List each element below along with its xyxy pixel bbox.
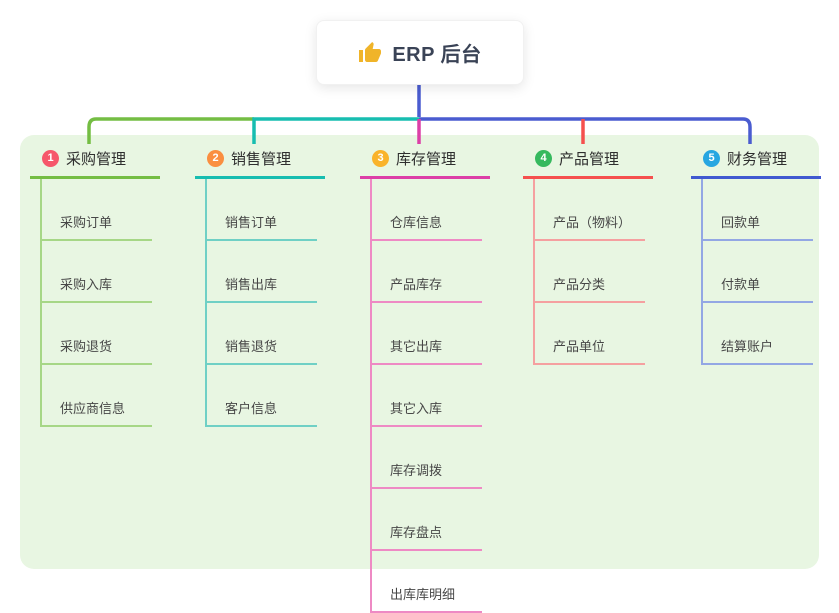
node-item-label: 回款单 bbox=[721, 215, 761, 230]
node-item[interactable]: 销售出库 bbox=[207, 241, 317, 303]
branch-label: 销售管理 bbox=[231, 150, 292, 168]
branch-label: 采购管理 bbox=[66, 150, 127, 168]
node-item-label: 产品分类 bbox=[553, 277, 606, 292]
branch-1: 1 采购管理 采购订单采购入库采购退货供应商信息 bbox=[30, 147, 160, 427]
node-item-label: 采购入库 bbox=[60, 277, 113, 292]
branch-children: 采购订单采购入库采购退货供应商信息 bbox=[40, 179, 152, 427]
node-item[interactable]: 仓库信息 bbox=[372, 179, 482, 241]
branch-header-5[interactable]: 5 财务管理 bbox=[691, 147, 821, 179]
branch-number-badge: 3 bbox=[372, 149, 389, 167]
branch-header-4[interactable]: 4 产品管理 bbox=[523, 147, 653, 179]
node-item-label: 采购订单 bbox=[60, 215, 113, 230]
node-item-label: 付款单 bbox=[721, 277, 761, 292]
node-item-label: 供应商信息 bbox=[60, 401, 126, 416]
thumbs-up-icon bbox=[358, 41, 382, 65]
node-item-label: 采购退货 bbox=[60, 339, 113, 354]
branch-children: 仓库信息产品库存其它出库其它入库库存调拨库存盘点出库库明细 bbox=[370, 179, 482, 613]
root-node-erp[interactable]: ERP 后台 bbox=[316, 20, 524, 85]
node-item[interactable]: 产品单位 bbox=[535, 303, 645, 365]
branch-3: 3 库存管理 仓库信息产品库存其它出库其它入库库存调拨库存盘点出库库明细 bbox=[360, 147, 490, 613]
branch-number-badge: 1 bbox=[42, 149, 59, 167]
branch-4: 4 产品管理 产品（物料） 产品分类产品单位 bbox=[523, 147, 653, 365]
node-item-label: 销售出库 bbox=[225, 277, 278, 292]
branch-children: 产品（物料） 产品分类产品单位 bbox=[533, 179, 646, 365]
node-item[interactable]: 产品（物料） bbox=[535, 179, 646, 241]
node-item-label: 结算账户 bbox=[721, 339, 774, 354]
node-item[interactable]: 客户信息 bbox=[207, 365, 317, 427]
node-item[interactable]: 付款单 bbox=[703, 241, 813, 303]
node-item[interactable]: 其它入库 bbox=[372, 365, 482, 427]
branch-children: 回款单付款单结算账户 bbox=[701, 179, 813, 365]
branch-label: 产品管理 bbox=[559, 150, 620, 168]
node-item-label: 产品单位 bbox=[553, 339, 606, 354]
branch-header-3[interactable]: 3 库存管理 bbox=[360, 147, 490, 179]
branch-5: 5 财务管理 回款单付款单结算账户 bbox=[691, 147, 821, 365]
node-item[interactable]: 库存调拨 bbox=[372, 427, 482, 489]
node-item-label: 销售退货 bbox=[225, 339, 278, 354]
node-item[interactable]: 销售订单 bbox=[207, 179, 317, 241]
node-item-label: 产品库存 bbox=[390, 277, 443, 292]
node-item-label: 出库库明细 bbox=[390, 587, 456, 602]
node-item[interactable]: 回款单 bbox=[703, 179, 813, 241]
branch-label: 库存管理 bbox=[396, 150, 457, 168]
node-item-label: 仓库信息 bbox=[390, 215, 443, 230]
node-item[interactable]: 销售退货 bbox=[207, 303, 317, 365]
node-item[interactable]: 出库库明细 bbox=[372, 551, 482, 613]
node-item[interactable]: 产品分类 bbox=[535, 241, 645, 303]
node-item[interactable]: 采购入库 bbox=[42, 241, 152, 303]
node-item[interactable]: 库存盘点 bbox=[372, 489, 482, 551]
branch-header-2[interactable]: 2 销售管理 bbox=[195, 147, 325, 179]
node-item[interactable]: 采购退货 bbox=[42, 303, 152, 365]
branch-number-badge: 4 bbox=[535, 149, 552, 167]
branch-2: 2 销售管理 销售订单销售出库销售退货客户信息 bbox=[195, 147, 325, 427]
root-node-label: ERP 后台 bbox=[392, 44, 482, 66]
node-item-label: 其它出库 bbox=[390, 339, 443, 354]
node-item-label: 其它入库 bbox=[390, 401, 443, 416]
branch-header-1[interactable]: 1 采购管理 bbox=[30, 147, 160, 179]
branch-number-badge: 2 bbox=[207, 149, 224, 167]
branch-children: 销售订单销售出库销售退货客户信息 bbox=[205, 179, 317, 427]
node-item-label: 客户信息 bbox=[225, 401, 278, 416]
node-item[interactable]: 供应商信息 bbox=[42, 365, 152, 427]
node-item[interactable]: 采购订单 bbox=[42, 179, 152, 241]
node-item-label: 产品（物料） bbox=[553, 215, 632, 230]
node-item[interactable]: 结算账户 bbox=[703, 303, 813, 365]
mindmap-panel bbox=[20, 135, 819, 569]
branch-label: 财务管理 bbox=[727, 150, 788, 168]
branch-number-badge: 5 bbox=[703, 149, 720, 167]
node-item[interactable]: 其它出库 bbox=[372, 303, 482, 365]
node-item-label: 库存盘点 bbox=[390, 525, 443, 540]
node-item[interactable]: 产品库存 bbox=[372, 241, 482, 303]
node-item-label: 库存调拨 bbox=[390, 463, 443, 478]
node-item-label: 销售订单 bbox=[225, 215, 278, 230]
